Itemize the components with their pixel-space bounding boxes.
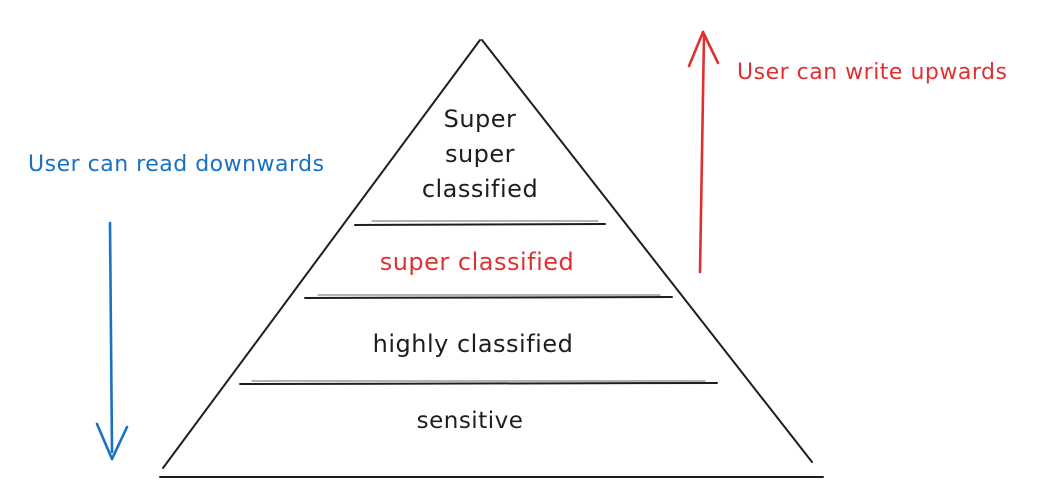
tier-super-super-classified: Super super classified	[380, 102, 580, 207]
read-downwards-label: User can read downwards	[28, 152, 325, 177]
pyramid-right-edge	[481, 39, 813, 463]
divider-second-tier	[304, 296, 673, 299]
tier-highly-classified: highly classified	[372, 330, 574, 358]
tier-super-classified: super classified	[379, 248, 575, 276]
read-downwards-arrow	[95, 221, 129, 461]
tier-super-super-classified-line2: super	[444, 140, 516, 168]
divider-top-tier	[354, 223, 606, 226]
write-upwards-label: User can write upwards	[737, 60, 1008, 85]
pyramid-left-edge	[162, 39, 481, 469]
divider-third-tier	[239, 382, 718, 385]
tier-sensitive: sensitive	[416, 408, 524, 434]
tier-super-super-classified-line1: Super	[443, 105, 517, 133]
write-upwards-arrow	[687, 30, 720, 274]
tier-super-super-classified-line3: classified	[421, 175, 539, 203]
